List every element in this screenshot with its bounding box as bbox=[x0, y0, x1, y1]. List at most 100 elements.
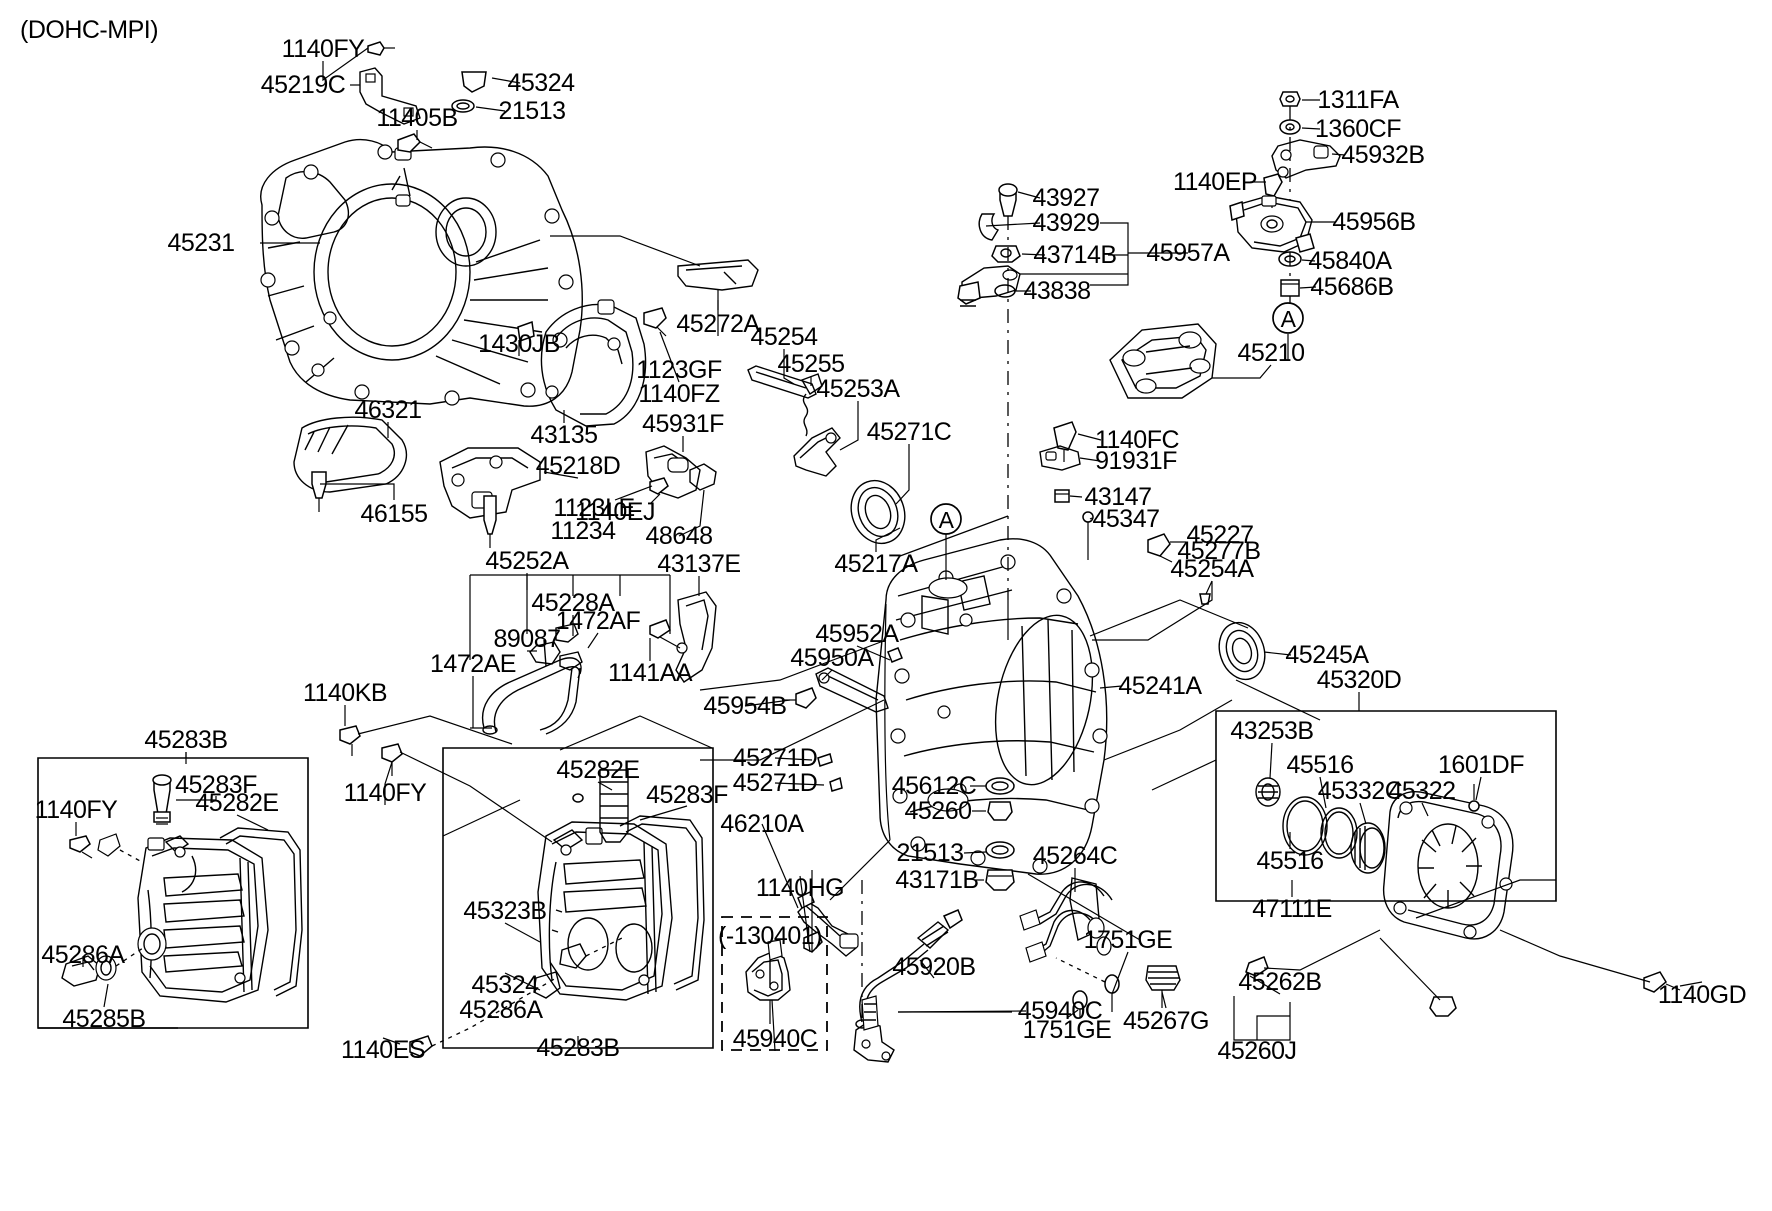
part-45516-ring-a bbox=[1282, 796, 1328, 856]
part-label-45324_a: 45324 bbox=[507, 68, 575, 97]
part-label-45320D: 45320D bbox=[1316, 665, 1402, 694]
part-label-1751GE_a: 1751GE bbox=[1083, 925, 1173, 954]
part-label-45516_b: 45516 bbox=[1256, 846, 1324, 875]
part-label-45241A: 45241A bbox=[1118, 671, 1202, 700]
part-label-45253A: 45253A bbox=[816, 374, 900, 403]
part-43135-cover bbox=[540, 299, 647, 427]
leader-45252A-brackets bbox=[469, 575, 671, 660]
part-1140FY-bolt-top bbox=[367, 41, 395, 56]
assembly-lines bbox=[442, 235, 1651, 1001]
part-45323B-plug bbox=[559, 937, 623, 969]
part-45282E-pin-mid bbox=[572, 793, 584, 803]
part-label-45332C: 45332C bbox=[1317, 776, 1403, 805]
part-label-45271C: 45271C bbox=[866, 417, 952, 446]
part-label-43171B: 43171B bbox=[895, 865, 979, 894]
part-label-11234: 11234 bbox=[550, 516, 616, 545]
part-label-45228A: 45228A bbox=[531, 588, 615, 617]
part-label-1601DF: 1601DF bbox=[1438, 750, 1524, 779]
part-label-45950A: 45950A bbox=[790, 643, 874, 672]
callout-label-A_top: A bbox=[1280, 305, 1296, 332]
leader-lines bbox=[75, 47, 1703, 1052]
part-label-43714B: 43714B bbox=[1033, 240, 1117, 269]
part-1430JB-dowel bbox=[517, 320, 535, 343]
part-label-45260J: 45260J bbox=[1217, 1036, 1297, 1065]
part-label-1140FY_c: 1140FY bbox=[34, 795, 118, 824]
part-label-45283F_a: 45283F bbox=[175, 770, 257, 799]
part-label-89087: 89087 bbox=[493, 624, 561, 653]
part-label-91931F: 91931F bbox=[1095, 446, 1177, 475]
part-label-1140EJ: 1140EJ bbox=[575, 497, 655, 526]
part-45956B-sensor bbox=[1229, 195, 1315, 253]
bracket-45260J bbox=[1233, 996, 1291, 1041]
part-label-1140FY_a: 1140FY bbox=[281, 34, 365, 63]
part-45940C-bracket-boxed bbox=[745, 939, 791, 1024]
part-label-45231: 45231 bbox=[167, 228, 235, 257]
part-label-45283B_b: 45283B bbox=[536, 1033, 620, 1062]
part-label-45277B: 45277B bbox=[1177, 536, 1261, 565]
part-label-45920B: 45920B bbox=[892, 952, 976, 981]
part-45282E-gasket-mid bbox=[619, 815, 705, 991]
part-label-45260: 45260 bbox=[904, 796, 972, 825]
part-45324-plug-top bbox=[461, 71, 487, 93]
part-48648-bracket bbox=[689, 463, 717, 491]
part-label-45210: 45210 bbox=[1237, 338, 1305, 367]
part-label-45516_a: 45516 bbox=[1286, 750, 1354, 779]
part-label-1140ES: 1140ES bbox=[340, 1035, 426, 1064]
part-label-45322: 45322 bbox=[1388, 776, 1456, 805]
part-45260J-nut bbox=[1429, 996, 1457, 1017]
part-45219C-bracket bbox=[359, 67, 421, 125]
part-label-45323B: 45323B bbox=[463, 896, 547, 925]
part-1472AF-clamp bbox=[559, 651, 583, 671]
part-label-43135: 43135 bbox=[530, 420, 598, 449]
part-label-45282E_b: 45282E bbox=[556, 755, 640, 784]
part-1123LE-bolt bbox=[483, 495, 497, 548]
part-label-21513_a: 21513 bbox=[498, 96, 566, 125]
part-45322-cover bbox=[1382, 791, 1514, 940]
part-45283B-pan-left bbox=[137, 835, 269, 1003]
part-43147-plug bbox=[1054, 489, 1070, 503]
part-label-1472AF: 1472AF bbox=[555, 606, 641, 635]
part-label-1140FZ: 1140FZ bbox=[638, 379, 720, 408]
part-label-1140KB: 1140KB bbox=[302, 678, 388, 707]
part-label-45840A: 45840A bbox=[1308, 246, 1392, 275]
part-45686B-bushing bbox=[1280, 279, 1300, 297]
part-label-43253B: 43253B bbox=[1230, 716, 1314, 745]
part-46210A-linkage bbox=[797, 890, 859, 957]
part-label-1140FY_b: 1140FY bbox=[343, 778, 427, 807]
part-45954B-bolt bbox=[782, 687, 817, 709]
part-1601DF-pin bbox=[1468, 784, 1480, 812]
part-45245A-seal bbox=[1218, 621, 1266, 681]
part-label-45286A_a: 45286A bbox=[41, 940, 125, 969]
part-46155-bolt bbox=[311, 471, 327, 512]
group-box-45283B-mid bbox=[442, 747, 714, 1049]
part-label-45956B: 45956B bbox=[1332, 207, 1416, 236]
part-45283B-pan-mid bbox=[537, 821, 673, 1001]
part-45324-plug-mid bbox=[533, 971, 561, 999]
part-1123GF-bolt bbox=[643, 307, 667, 337]
part-45231-housing bbox=[260, 138, 583, 407]
part-label-43137E: 43137E bbox=[657, 549, 741, 578]
part-43929-clip bbox=[978, 213, 1000, 241]
part-label-43927: 43927 bbox=[1032, 183, 1100, 212]
part-label-45286A_b: 45286A bbox=[459, 995, 543, 1024]
part-45228A-clamp bbox=[555, 623, 579, 643]
part-45952A-pin bbox=[887, 647, 903, 663]
part-1140KB-bolt bbox=[339, 715, 513, 756]
part-45267G-plug bbox=[1145, 965, 1181, 1008]
part-label-45217A: 45217A bbox=[834, 549, 918, 578]
part-label-45952A: 45952A bbox=[815, 619, 899, 648]
part-label-45267G: 45267G bbox=[1123, 1006, 1209, 1035]
part-label-45254_a: 45254 bbox=[750, 322, 818, 351]
part-label-21513_b: 21513 bbox=[896, 838, 964, 867]
group-box-45283B-left bbox=[37, 757, 309, 1029]
part-45210-mount bbox=[1109, 323, 1217, 399]
part-45516-ring-b bbox=[1320, 807, 1358, 859]
part-label-45262B: 45262B bbox=[1238, 967, 1322, 996]
group-box-45320D bbox=[1215, 710, 1557, 902]
part-45271D-pin-a bbox=[817, 753, 833, 767]
part-hose-lower bbox=[539, 667, 581, 735]
part-label-45940C_b: 45940C bbox=[1017, 996, 1103, 1025]
part-45255-spring bbox=[800, 373, 823, 437]
part-label-43838: 43838 bbox=[1023, 276, 1091, 305]
